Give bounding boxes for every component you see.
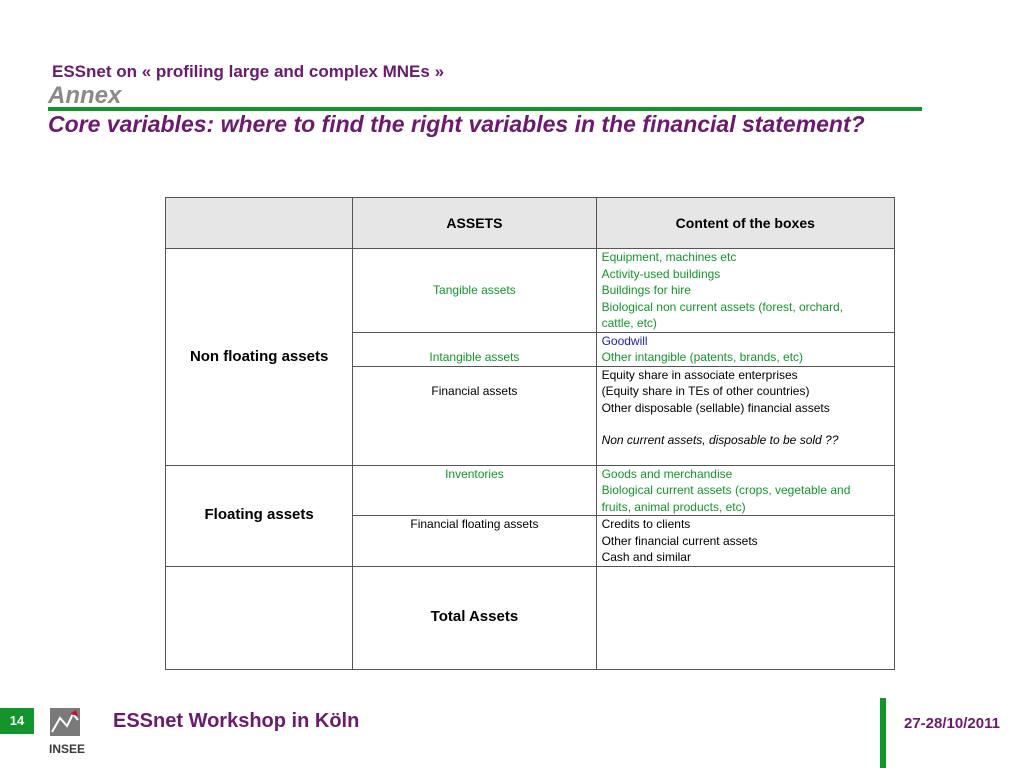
content-line: Other disposable (sellable) financial as… [601, 400, 830, 415]
row-label-intangible-assets: Intangible assets [352, 331, 597, 367]
content-line: Goods and merchandise [601, 466, 733, 481]
header-cell-content: Content of the boxes [595, 197, 896, 249]
event-date: 27-28/10/2011 [904, 715, 1000, 732]
table-row: Total Assets [164, 565, 896, 670]
content-line: Other intangible (patents, brands, etc) [601, 350, 804, 364]
content-line: Credits to clients [601, 517, 691, 531]
content-line: cattle, etc) [601, 316, 657, 330]
row-content-inventories: Goods and merchandise Biological current… [595, 464, 896, 516]
logo-curve [51, 712, 79, 733]
header-cell-empty [164, 197, 354, 249]
content-line: Equity share in associate enterprises [601, 367, 798, 382]
content-line: Equipment, machines etc [601, 250, 737, 264]
total-row-empty-cell [164, 565, 354, 670]
group-non-floating-assets: Non floating assets [164, 248, 354, 466]
total-row-content-cell [595, 565, 896, 670]
content-note: Non current assets, disposable to be sol… [601, 433, 839, 447]
spacer [602, 416, 889, 432]
project-title: ESSnet on « profiling large and complex … [52, 62, 445, 81]
content-line: Biological current assets (crops, vegeta… [601, 483, 851, 497]
insee-logo: INSEE [49, 708, 85, 756]
table-row: Financial assets Equity share in associa… [166, 365, 896, 466]
row-content-financial-floating-assets: Credits to clients Other financial curre… [595, 515, 896, 567]
content-line: Goodwill [601, 333, 648, 348]
page-title: Core variables: where to find the right … [48, 111, 865, 137]
workshop-title: ESSnet Workshop in Köln [113, 710, 360, 732]
table-row: Non floating assets Tangible assets Equi… [164, 248, 896, 466]
section-label: Annex [48, 82, 122, 109]
title-divider [48, 107, 922, 111]
page-number: 14 [0, 708, 34, 734]
logo-accent [70, 710, 78, 716]
row-label-inventories: Inventories [352, 464, 597, 516]
table-row: Intangible assets Goodwill Other intangi… [166, 331, 896, 367]
assets-table: ASSETS Content of the boxes Non floating… [164, 197, 896, 670]
content-line: fruits, animal products, etc) [601, 499, 746, 514]
footer-divider [880, 698, 886, 768]
row-content-tangible-assets: Equipment, machines etc Activity-used bu… [595, 248, 896, 333]
content-line: Activity-used buildings [601, 266, 721, 281]
content-line: Biological non current assets (forest, o… [601, 299, 844, 314]
logo-wordmark: INSEE [49, 742, 85, 756]
content-line: (Equity share in TEs of other countries) [601, 384, 810, 398]
content-line: Buildings for hire [601, 283, 691, 297]
table-row: Floating assets Inventories Goods and me… [164, 464, 896, 567]
group-floating-assets: Floating assets [164, 464, 354, 567]
row-label-financial-assets: Financial assets [352, 365, 597, 466]
total-assets-label: Total Assets [352, 565, 597, 670]
row-label-financial-floating-assets: Financial floating assets [352, 515, 597, 567]
row-content-financial-assets: Equity share in associate enterprises (E… [595, 365, 896, 466]
content-line: Cash and similar [601, 550, 691, 564]
row-label-tangible-assets: Tangible assets [352, 248, 597, 333]
content-line: Other financial current assets [601, 533, 758, 548]
row-content-intangible-assets: Goodwill Other intangible (patents, bran… [595, 331, 896, 367]
header-cell-assets: ASSETS [352, 197, 597, 249]
table-header-row: ASSETS Content of the boxes [164, 197, 896, 249]
